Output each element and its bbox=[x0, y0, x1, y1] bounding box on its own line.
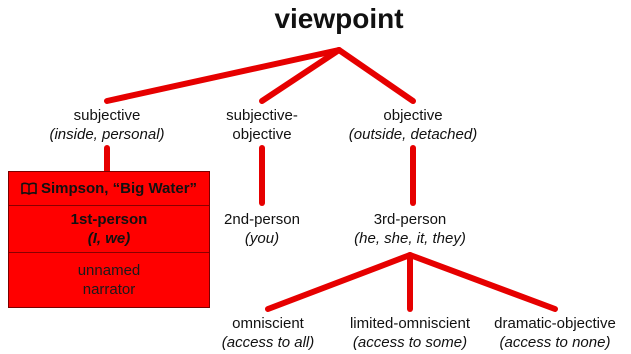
example-source-cell: Simpson, “Big Water” bbox=[9, 172, 209, 206]
node-objective: objective (outside, detached) bbox=[349, 106, 477, 144]
node-subjective-objective-label2: objective bbox=[232, 126, 292, 143]
node-objective-label: objective bbox=[383, 107, 443, 124]
node-3rd-person-note: (he, she, it, they) bbox=[354, 230, 466, 247]
node-limited-omniscient-label: limited-omniscient bbox=[349, 315, 471, 332]
diagram-title: viewpoint bbox=[274, 3, 404, 34]
node-limited-omniscient: limited-omniscient (access to some) bbox=[350, 314, 470, 352]
connector-3rd-dramatic bbox=[407, 252, 558, 312]
example-narrator-cell: unnamed narrator bbox=[9, 253, 209, 308]
node-2nd-person: 2nd-person (you) bbox=[224, 210, 300, 248]
node-dramatic-objective-note: (access to none) bbox=[499, 334, 611, 351]
node-subjective-objective-label: subjective- bbox=[226, 107, 298, 124]
example-narrator-line1: unnamed bbox=[77, 262, 141, 279]
example-narrator-line2: narrator bbox=[82, 281, 136, 298]
node-subjective-note: (inside, personal) bbox=[49, 126, 165, 143]
node-omniscient-note: (access to all) bbox=[221, 334, 315, 351]
node-omniscient: omniscient (access to all) bbox=[222, 314, 315, 352]
node-dramatic-objective-label: dramatic-objective bbox=[494, 315, 616, 332]
node-2nd-person-note: (you) bbox=[244, 230, 280, 247]
example-person-cell: 1st-person (I, we) bbox=[9, 206, 209, 253]
example-source-text: Simpson, “Big Water” bbox=[40, 180, 198, 197]
node-omniscient-label: omniscient bbox=[232, 315, 304, 332]
node-objective-note: (outside, detached) bbox=[348, 126, 478, 143]
node-dramatic-objective: dramatic-objective (access to none) bbox=[494, 314, 616, 352]
node-limited-omniscient-note: (access to some) bbox=[352, 334, 468, 351]
example-box: Simpson, “Big Water” 1st-person (I, we) … bbox=[8, 171, 210, 308]
node-3rd-person: 3rd-person (he, she, it, they) bbox=[354, 210, 466, 248]
example-person-label: 1st-person bbox=[70, 211, 148, 228]
connector-3rd-omniscient bbox=[265, 252, 413, 312]
open-book-icon bbox=[21, 181, 37, 200]
node-3rd-person-label: 3rd-person bbox=[373, 211, 447, 228]
node-subjective-objective: subjective- objective bbox=[226, 106, 298, 144]
node-subjective: subjective (inside, personal) bbox=[49, 106, 164, 144]
node-2nd-person-label: 2nd-person bbox=[224, 211, 300, 228]
node-subjective-label: subjective bbox=[73, 107, 141, 124]
connector-viewpoint-objective bbox=[336, 47, 416, 104]
connector-viewpoint-subjective bbox=[104, 47, 342, 104]
example-pronouns: (I, we) bbox=[87, 230, 131, 247]
connector-viewpoint-subjective-objective bbox=[259, 47, 342, 104]
